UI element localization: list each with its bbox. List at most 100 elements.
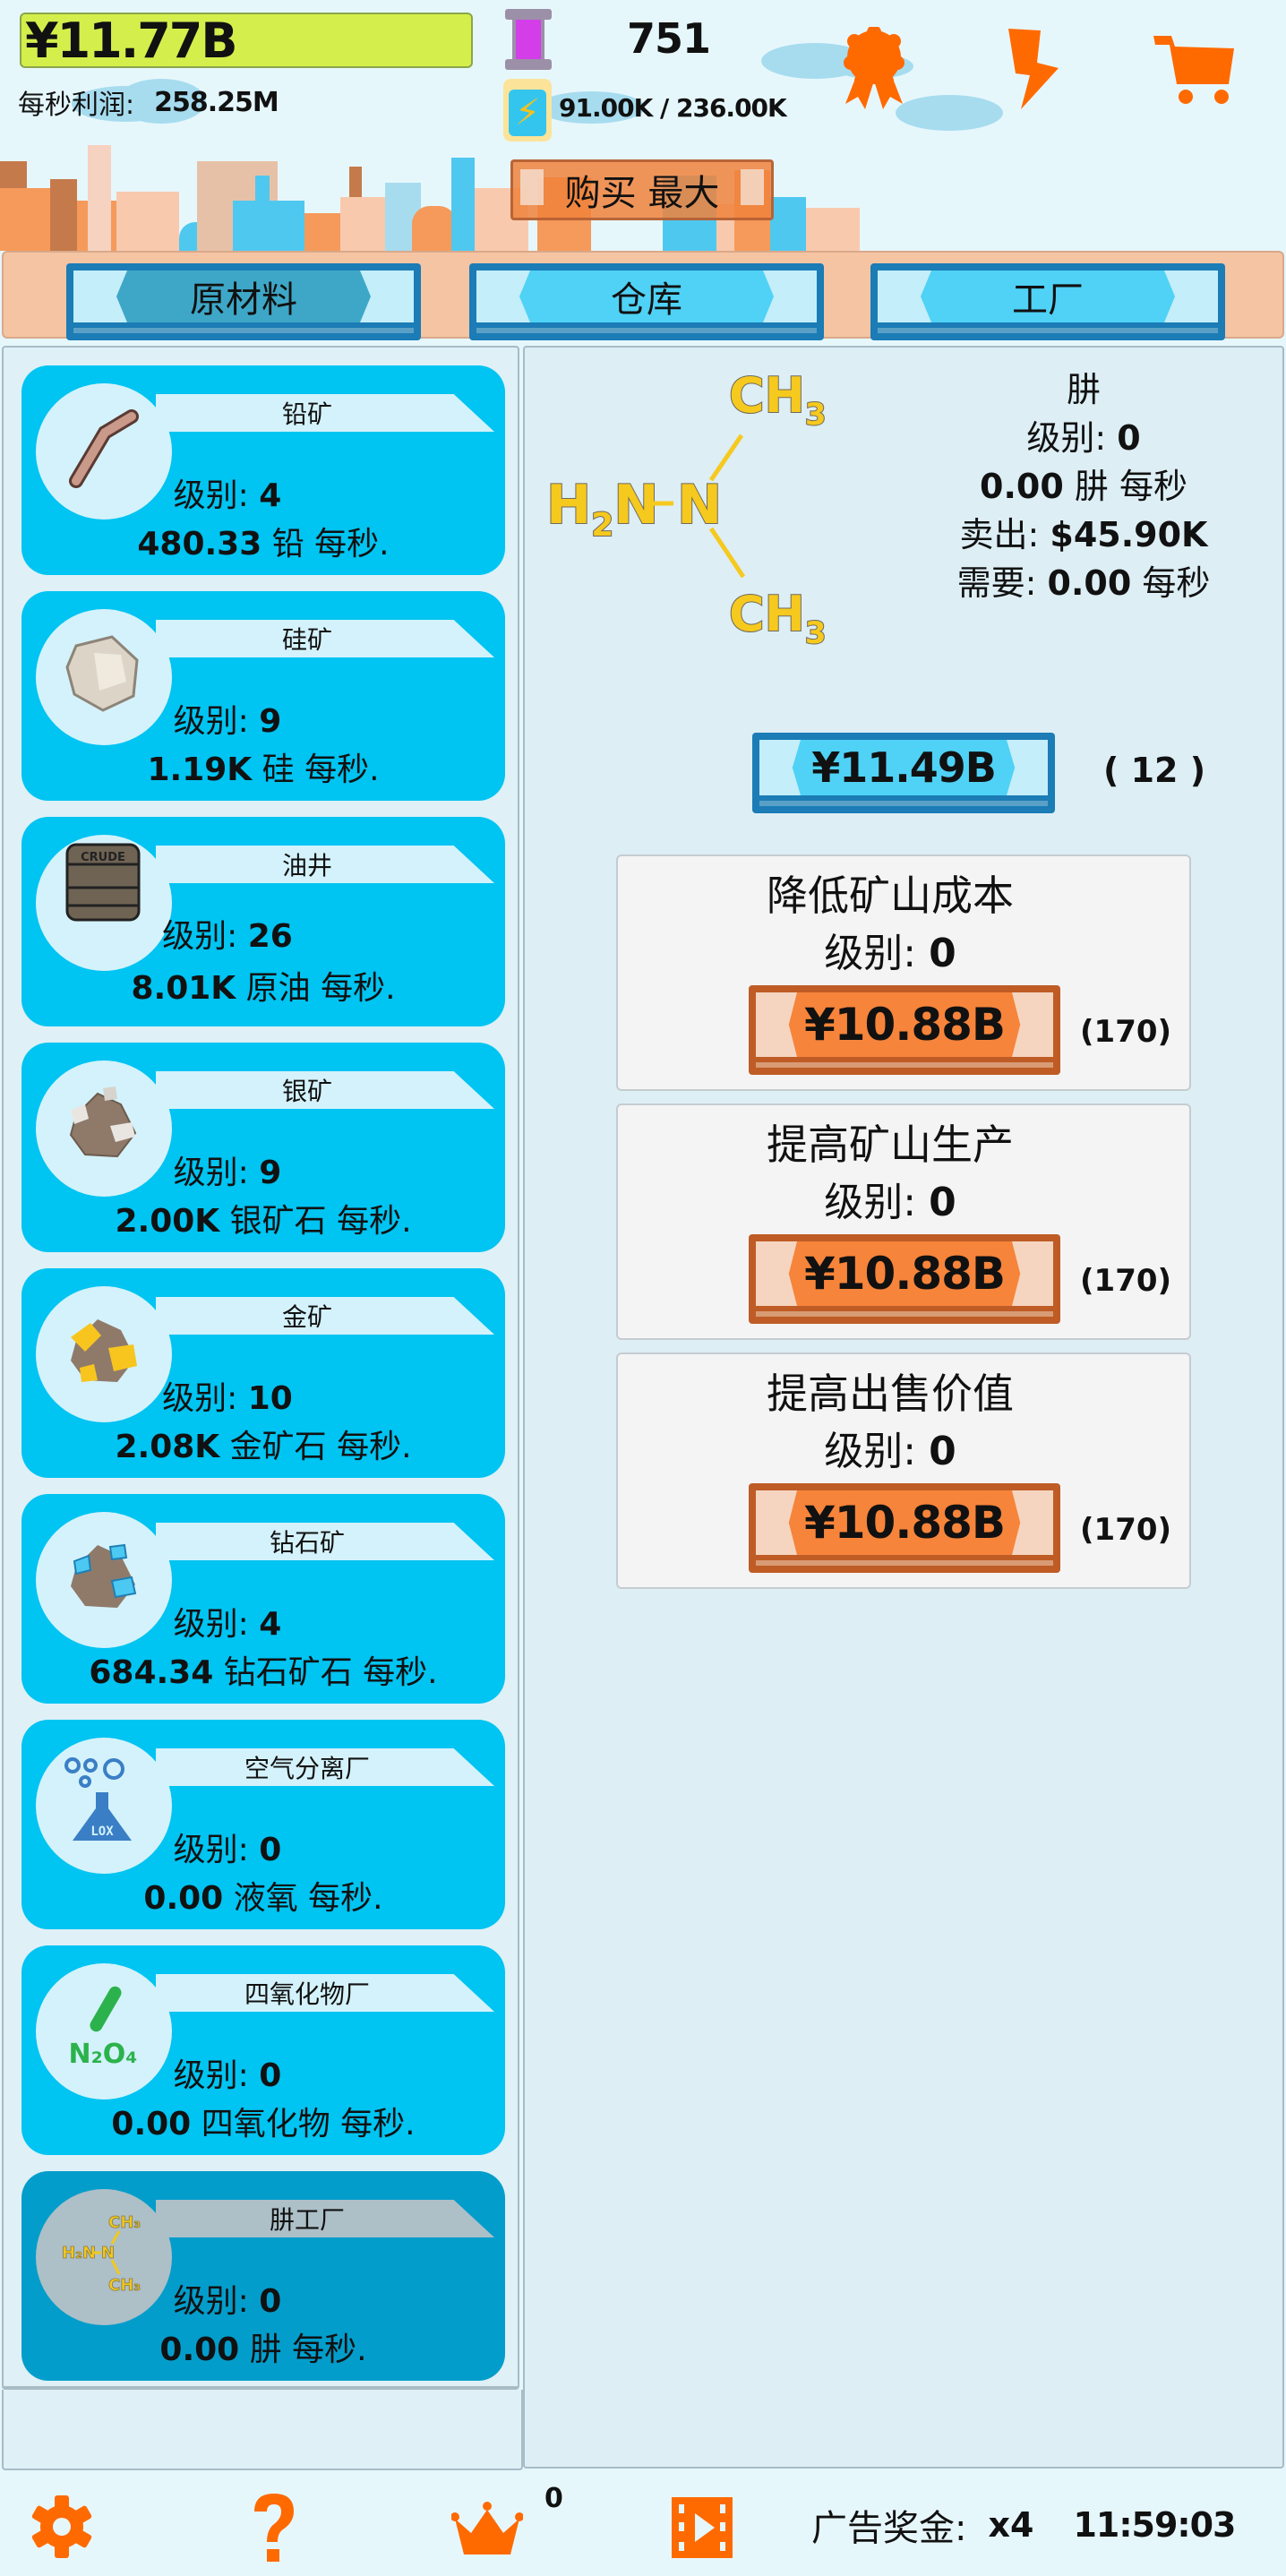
svg-text:N₂O₄: N₂O₄: [69, 2039, 138, 2070]
resource-card-air-separation[interactable]: 空气分离厂 LOX 级别: 0 0.00 液氧 每秒.: [21, 1720, 505, 1929]
resource-rate: 2.00K 银矿石 每秒.: [115, 1203, 412, 1240]
tab-label: 仓库: [611, 279, 682, 321]
buy-max-button[interactable]: 购买 最大: [510, 159, 774, 220]
cart-icon[interactable]: [1152, 34, 1241, 107]
resource-level: 级别: 9: [173, 1155, 282, 1191]
resource-name: 油井: [156, 846, 494, 883]
svg-text:N: N: [101, 2244, 115, 2263]
tab-warehouse[interactable]: 仓库: [469, 263, 824, 340]
diamond-ore-icon: [71, 1543, 137, 1608]
resource-name: 金矿: [156, 1297, 494, 1335]
svg-text:LOX: LOX: [90, 1825, 114, 1839]
resource-level: 级别: 0: [173, 1832, 282, 1868]
money-balance-bar: ¥11.77B: [20, 12, 473, 69]
lead-pipe-icon: [69, 409, 139, 488]
upgrade-increase-sell-value: 提高出售价值 级别: 0 ¥10.88B (170): [616, 1352, 1191, 1589]
resource-card-lead[interactable]: 铅矿 级别: 4 480.33 铅 每秒.: [21, 365, 505, 575]
gold-ore-icon: [71, 1319, 137, 1382]
tab-factory[interactable]: 工厂: [870, 263, 1225, 340]
resource-name: 银矿: [156, 1071, 494, 1109]
upgrade-reduce-mine-cost: 降低矿山成本 级别: 0 ¥10.88B (170): [616, 854, 1191, 1091]
resource-card-silicon[interactable]: 硅矿 级别: 9 1.19K 硅 每秒.: [21, 591, 505, 801]
buy-max-label: 购买 最大: [564, 173, 720, 214]
ad-bonus-multiplier: x4: [988, 2505, 1034, 2545]
upgrade-price: ¥10.88B: [803, 1497, 1006, 1549]
resource-card-oil-well[interactable]: 油井 CRUDE 级别: 26 8.01K 原油 每秒.: [21, 817, 505, 1026]
product-requirement: 需要: 0.00 每秒: [956, 563, 1211, 603]
resource-level: 级别: 26: [162, 918, 293, 955]
upgrade-title: 降低矿山成本: [767, 872, 1014, 920]
award-ribbon-icon[interactable]: [838, 27, 910, 113]
upgrade-level: 级别: 0: [824, 1180, 956, 1225]
upgrade-title: 提高出售价值: [767, 1370, 1014, 1418]
upgrade-increase-mine-production: 提高矿山生产 级别: 0 ¥10.88B (170): [616, 1103, 1191, 1340]
hydrazine-molecule-icon: CH₃ H₂N N CH₃: [62, 2213, 141, 2296]
crown-count: 0: [544, 2483, 563, 2514]
resource-card-hydrazine[interactable]: 肼工厂 CH₃ H₂N N CH₃ 级别: 0 0.00 肼 每秒.: [21, 2171, 505, 2381]
upgrade-title: 提高矿山生产: [767, 1121, 1014, 1169]
silver-ore-icon: [69, 1086, 137, 1158]
buy-price: ¥11.49B: [811, 743, 997, 792]
resource-rate: 0.00 液氧 每秒.: [143, 1880, 383, 1917]
money-balance: ¥11.77B: [25, 12, 238, 69]
ad-bonus-timer: 11:59:03: [1073, 2505, 1236, 2545]
tab-bar: 原材料 仓库 工厂: [2, 251, 1284, 340]
resource-rate: 2.08K 金矿石 每秒.: [115, 1429, 412, 1465]
tab-label: 工厂: [1012, 279, 1084, 321]
resource-rate: 0.00 肼 每秒.: [159, 2331, 367, 2368]
svg-text:H₂N: H₂N: [62, 2244, 96, 2263]
resource-rate: 8.01K 原油 每秒.: [131, 970, 396, 1007]
resource-name: 钻石矿: [156, 1523, 494, 1560]
resource-rate: 480.33 铅 每秒.: [137, 526, 390, 562]
energy-battery-icon[interactable]: ⚡: [503, 79, 552, 142]
resource-name: 四氧化物厂: [156, 1974, 494, 2012]
resource-card-gold[interactable]: 金矿 级别: 10 2.08K 金矿石 每秒.: [21, 1268, 505, 1478]
help-icon[interactable]: [247, 2490, 301, 2565]
svg-text:CRUDE: CRUDE: [81, 851, 125, 864]
resource-card-diamond[interactable]: 钻石矿 级别: 4 684.34 钻石矿石 每秒.: [21, 1494, 505, 1704]
upgrade-buy-button[interactable]: ¥10.88B: [749, 985, 1060, 1075]
resource-name: 空气分离厂: [156, 1748, 494, 1786]
resource-name: 铅矿: [156, 394, 494, 432]
ad-bonus[interactable]: 广告奖金: x4 11:59:03: [811, 2499, 1236, 2551]
resource-level: 级别: 4: [173, 477, 282, 514]
tab-raw-materials[interactable]: 原材料: [66, 263, 421, 340]
product-rate: 0.00 肼 每秒: [980, 467, 1187, 506]
resource-rate: 684.34 钻石矿石 每秒.: [89, 1654, 438, 1691]
silicon-rock-icon: [65, 635, 139, 712]
cloud-decoration: [896, 95, 1003, 131]
upgrade-buy-button[interactable]: ¥10.88B: [749, 1234, 1060, 1324]
crown-icon[interactable]: [451, 2499, 523, 2558]
upgrade-level: 级别: 0: [824, 1429, 956, 1474]
resource-card-silver[interactable]: 银矿 级别: 9 2.00K 银矿石 每秒.: [21, 1043, 505, 1252]
product-sell-price: 卖出: $45.90K: [959, 515, 1208, 554]
resource-list-panel[interactable]: 铅矿 级别: 4 480.33 铅 每秒. 硅矿 级别: 9 1.19K 硅 每…: [2, 346, 519, 2390]
bottom-bar: [0, 2472, 1286, 2576]
lox-flask-icon: LOX: [64, 1757, 132, 1841]
header: ¥11.77B 每秒利润: 258.25M 751 ⚡ 91.00K / 236…: [0, 0, 1286, 251]
lightning-icon[interactable]: [1007, 27, 1066, 111]
svg-text:N: N: [677, 474, 722, 537]
profit-value: 258.25M: [154, 86, 279, 118]
upgrade-count: (170): [1080, 1014, 1172, 1050]
upgrade-buy-button[interactable]: ¥10.88B: [749, 1483, 1060, 1573]
resource-rate: 1.19K 硅 每秒.: [147, 751, 380, 788]
video-ad-icon[interactable]: [670, 2495, 734, 2560]
buy-factory-button[interactable]: ¥11.49B: [752, 733, 1055, 813]
profit-label: 每秒利润:: [18, 90, 135, 121]
upgrade-count: (170): [1080, 1512, 1172, 1548]
resource-card-tetroxide[interactable]: 四氧化物厂 N₂O₄ 级别: 0 0.00 四氧化物 每秒.: [21, 1945, 505, 2155]
n2o4-icon: N₂O₄: [69, 1986, 138, 2070]
resource-rate: 0.00 四氧化物 每秒.: [111, 2106, 416, 2142]
svg-text:CH3: CH3: [729, 367, 827, 433]
buy-quantity: ( 12 ): [1103, 751, 1206, 790]
resource-level: 级别: 0: [173, 2283, 282, 2320]
resource-name: 肼工厂: [156, 2200, 494, 2237]
svg-text:CH₃: CH₃: [108, 2276, 141, 2295]
energy-value: 91.00K / 236.00K: [559, 93, 787, 123]
gear-icon[interactable]: [29, 2494, 95, 2560]
tab-label: 原材料: [190, 279, 297, 321]
left-panel-footer: [2, 2390, 523, 2470]
ad-bonus-label: 广告奖金:: [811, 2508, 967, 2549]
jar-icon[interactable]: [505, 9, 552, 72]
